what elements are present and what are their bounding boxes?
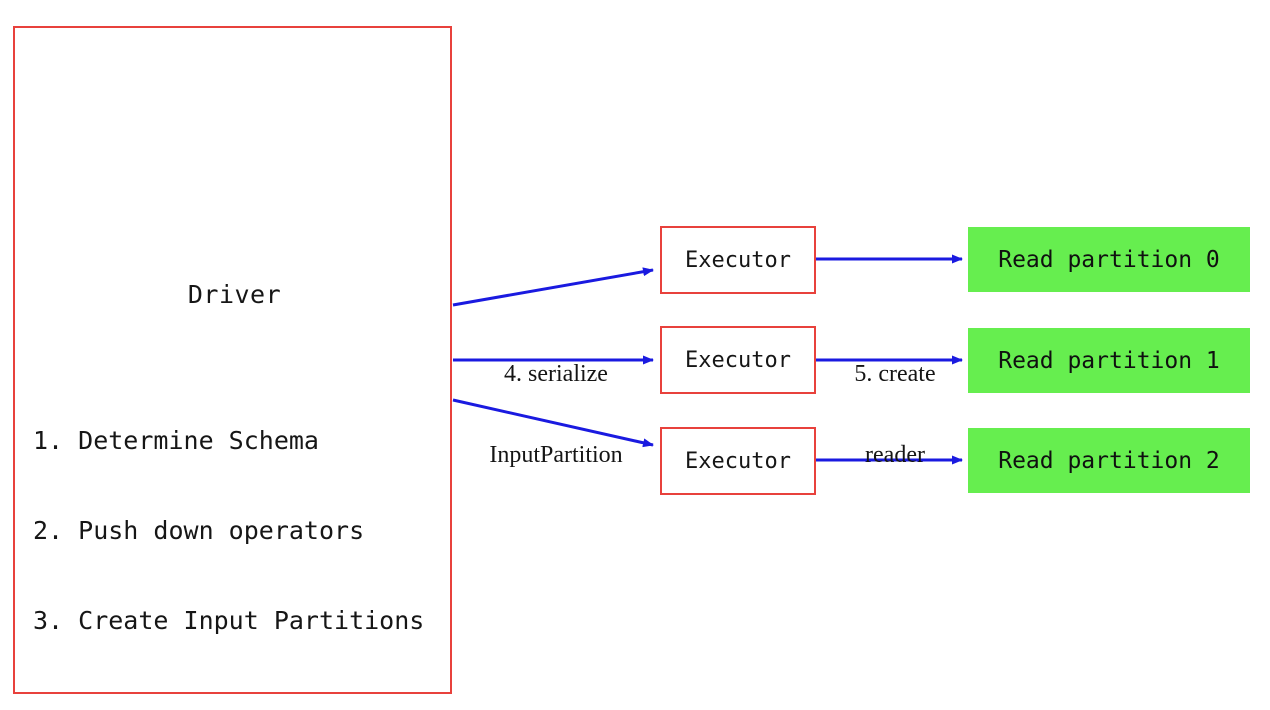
executor-label-1: Executor — [685, 347, 791, 373]
driver-box: Driver 1. Determine Schema 2. Push down … — [13, 26, 452, 694]
edge-label-serialize-line1: 4. serialize — [504, 361, 608, 387]
executor-label-0: Executor — [685, 247, 791, 273]
executor-label-2: Executor — [685, 448, 791, 474]
executor-box-2: Executor — [660, 427, 816, 495]
arrow-driver-to-executor-0 — [452, 267, 654, 307]
driver-step-3: 3. Create Input Partitions — [33, 606, 425, 635]
edge-label-serialize-line2: InputPartition — [489, 442, 623, 468]
partition-label-0: Read partition 0 — [998, 246, 1220, 273]
partition-box-2: Read partition 2 — [968, 428, 1250, 493]
partition-label-2: Read partition 2 — [998, 447, 1220, 474]
executor-box-0: Executor — [660, 226, 816, 294]
edge-label-serialize: 4. serialize InputPartition — [466, 307, 646, 523]
executor-box-1: Executor — [660, 326, 816, 394]
arrow-driver-to-executor-2 — [452, 398, 654, 448]
edge-label-create-reader-line2: reader — [865, 442, 925, 468]
driver-step-1: 1. Determine Schema — [33, 426, 319, 455]
partition-box-0: Read partition 0 — [968, 227, 1250, 292]
edge-label-create-reader-line1: 5. create — [854, 361, 936, 387]
edge-label-create-reader: 5. create reader — [822, 307, 968, 523]
driver-step-2: 2. Push down operators — [33, 516, 365, 545]
driver-title: Driver — [187, 280, 282, 309]
partition-box-1: Read partition 1 — [968, 328, 1250, 393]
partition-label-1: Read partition 1 — [998, 347, 1220, 374]
driver-steps-list: 1. Determine Schema 2. Push down operato… — [33, 366, 424, 696]
